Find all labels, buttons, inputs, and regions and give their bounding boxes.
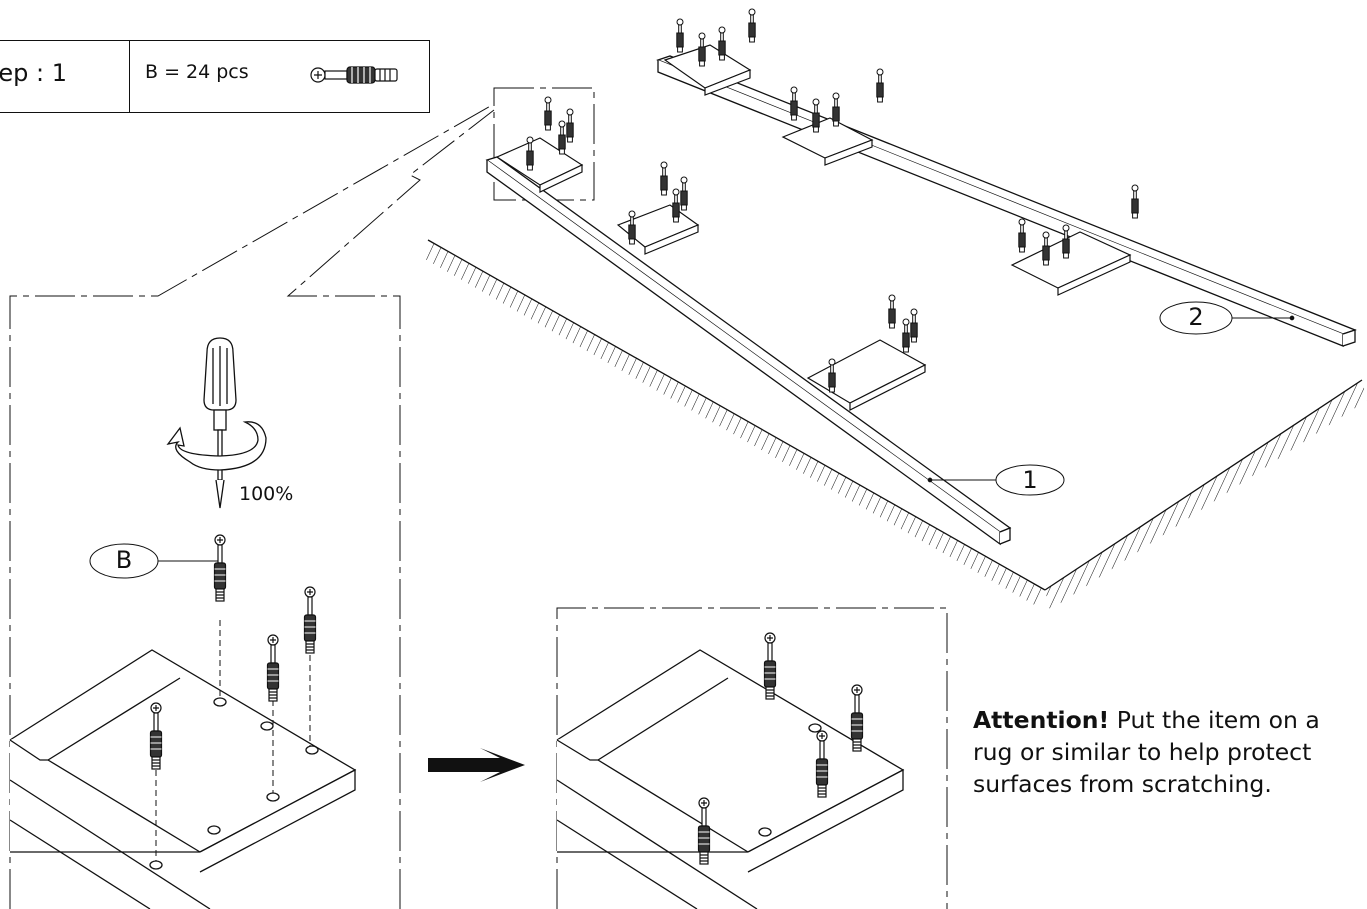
attention-note: Attention! Put the item on a rug or simi… <box>973 704 1353 800</box>
part-label-1: 1 <box>1022 466 1038 494</box>
rail-part-2 <box>656 55 1357 347</box>
screwdriver-icon <box>203 337 237 509</box>
part-label-b: B <box>115 546 133 574</box>
step-title: tep : 1 <box>0 59 68 87</box>
blocks-rail-2 <box>663 44 1132 296</box>
rail-part-1 <box>485 156 1012 546</box>
label-bubble-1 <box>995 464 1065 496</box>
label-bubble-2 <box>1159 301 1233 335</box>
torque-label: 100% <box>239 483 294 505</box>
attention-heading: Attention! <box>973 706 1110 734</box>
label-bubble-b <box>89 543 159 579</box>
header-divider <box>129 41 130 112</box>
screw-icon <box>310 66 398 84</box>
attention-body: Put the item on a rug or similar to help… <box>973 706 1320 798</box>
detail-board-after <box>556 649 905 909</box>
blocks-rail-1 <box>495 137 927 411</box>
detail-board-before <box>9 649 357 909</box>
fittings-main <box>526 8 1139 393</box>
direction-arrow-icon <box>428 748 525 782</box>
leader-lines <box>89 301 1294 579</box>
insertion-guides <box>155 620 311 861</box>
rotation-arrow-icon <box>166 421 267 471</box>
part-quantity: B = 24 pcs <box>145 61 249 83</box>
floor-hatch <box>423 239 1367 610</box>
step-header: tep : 1 B = 24 pcs <box>0 40 430 113</box>
part-label-2: 2 <box>1188 303 1204 331</box>
